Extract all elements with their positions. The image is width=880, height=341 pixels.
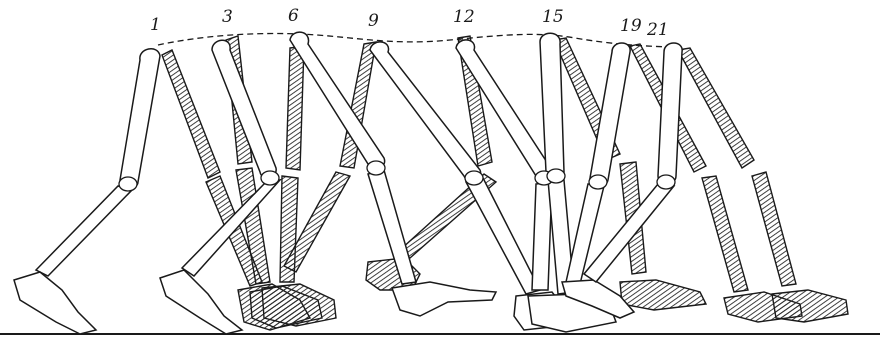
femur — [286, 46, 304, 170]
knee-joint — [547, 169, 565, 183]
frame-label-9: 9 — [368, 11, 379, 31]
tibia — [752, 172, 796, 286]
knee-joint — [657, 175, 675, 189]
frame-label-3: 3 — [222, 7, 233, 27]
frame-label-12: 12 — [453, 7, 475, 27]
foot — [262, 284, 336, 326]
knee-joint — [261, 171, 279, 185]
femur — [120, 49, 160, 188]
knee-joint — [367, 161, 385, 175]
frame-label-19: 19 — [620, 16, 642, 36]
foot — [620, 280, 706, 310]
tibia — [36, 186, 132, 276]
frame-label-21: 21 — [646, 20, 669, 40]
frame-label-6: 6 — [288, 6, 299, 26]
leg-1-white — [14, 49, 160, 334]
foot — [160, 270, 242, 334]
foot — [14, 272, 96, 334]
femur — [658, 43, 682, 184]
tibia — [702, 176, 748, 292]
knee-joint — [119, 177, 137, 191]
foot — [392, 282, 496, 316]
knee-joint — [465, 171, 483, 185]
tibia — [466, 176, 540, 294]
foot — [772, 290, 848, 322]
frame-label-15: 15 — [542, 7, 564, 27]
knee-joint — [589, 175, 607, 189]
frame-label-1: 1 — [150, 15, 161, 35]
femur — [162, 50, 220, 178]
